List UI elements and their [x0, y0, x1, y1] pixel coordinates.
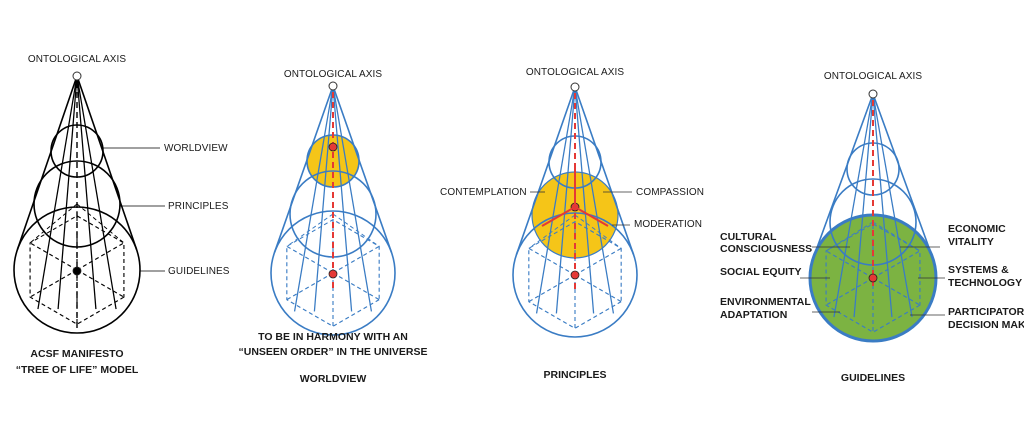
cone-inner-line-3 [872, 93, 893, 318]
center-dot-0 [868, 273, 878, 283]
hexagon-spoke-5 [332, 245, 380, 274]
hexagon-outline [825, 223, 921, 333]
hexagon-spoke-2 [286, 272, 334, 301]
panel3-compassion-label: COMPASSION [636, 187, 704, 198]
pyramid-edge-1 [332, 213, 380, 247]
apex-ring [72, 71, 82, 81]
panel4-social-equity-label: SOCIAL EQUITY [720, 266, 801, 278]
panel1-cone-geometry [13, 71, 165, 334]
hexagon-spoke-0 [332, 272, 380, 301]
panel4-participatory-label-2: DECISION MAKING [948, 319, 1024, 331]
center-dot-0 [72, 266, 82, 276]
panel4-systems-label-2: TECHNOLOGY [948, 277, 1022, 289]
cone-inner-line-0 [37, 75, 78, 310]
pyramid-edge-2 [528, 214, 576, 249]
panel1-worldview-label: WORLDVIEW [164, 143, 228, 154]
principle-divider-1 [541, 206, 576, 227]
center-dot-0 [328, 142, 338, 152]
panel4-participatory-label-1: PARTICIPATORY [948, 306, 1024, 318]
hexagon-spoke-3 [825, 250, 874, 279]
hexagon-spoke-3 [286, 245, 334, 274]
cone-inner-line-0 [535, 86, 576, 314]
panel4-economic-label-2: VITALITY [948, 236, 994, 248]
cone-inner-line-2 [853, 93, 874, 318]
hexagon-spoke-0 [574, 274, 622, 303]
cone-inner-line-1 [872, 93, 913, 318]
panel1-axis-label: ONTOLOGICAL AXIS [28, 54, 127, 65]
panel1-principles-label: PRINCIPLES [168, 201, 229, 212]
hexagon-spoke-2 [29, 269, 78, 298]
center-dot-1 [328, 269, 338, 279]
panel1-caption-line2: “TREE OF LIFE” MODEL [16, 364, 139, 376]
cone-inner-line-2 [313, 85, 334, 312]
pyramid-edge-2 [29, 203, 78, 244]
pyramid-edge-1 [872, 221, 921, 252]
hexagon-outline [29, 215, 125, 325]
cone-circle-2 [270, 210, 396, 336]
panel1-guidelines-label: GUIDELINES [168, 266, 230, 277]
panel4-cultural-label-1: CULTURAL [720, 231, 777, 243]
panel4-cone-geometry [800, 89, 945, 343]
hexagon-spoke-5 [574, 247, 622, 276]
cone-inner-line-0 [293, 85, 334, 312]
hexagon-spoke-3 [29, 242, 78, 271]
apex-ring [328, 81, 338, 91]
apex-ring [868, 89, 878, 99]
cone-edge-1 [273, 85, 334, 253]
hexagon-spoke-3 [528, 247, 576, 276]
panel2-caption-title: WORLDVIEW [300, 373, 367, 385]
cone-edge-0 [872, 93, 933, 257]
panel-worldview: ONTOLOGICAL AXIS TO BE IN HARMONY WITH A… [238, 69, 427, 385]
pyramid-edge-2 [286, 213, 334, 247]
panel-principles: ONTOLOGICAL AXIS CONTEMPLATION COMPASSIO… [440, 67, 704, 381]
cone-edge-1 [515, 86, 576, 255]
cone-edge-0 [332, 85, 393, 253]
panel2-caption-line2: “UNSEEN ORDER” IN THE UNIVERSE [238, 346, 427, 358]
principle-divider-2 [574, 206, 609, 227]
panel4-axis-label: ONTOLOGICAL AXIS [824, 71, 923, 82]
cone-inner-line-1 [332, 85, 373, 312]
pyramid-edge-2 [825, 221, 874, 252]
cone-edge-1 [813, 93, 874, 257]
panel3-cone-geometry [512, 82, 638, 338]
panel4-economic-label-1: ECONOMIC [948, 223, 1006, 235]
panel4-caption: GUIDELINES [841, 372, 905, 384]
panel-tree-of-life-model: ONTOLOGICAL AXIS WORLDVIEW PRINCIPLES GU… [13, 54, 230, 376]
hexagon-spoke-5 [872, 250, 921, 279]
hexagon-spoke-2 [825, 277, 874, 306]
cone-inner-line-2 [57, 75, 78, 310]
cone-inner-line-1 [76, 75, 117, 310]
panel4-environmental-label-2: ADAPTATION [720, 309, 787, 321]
cone-inner-line-3 [574, 86, 595, 314]
pyramid-edge-1 [574, 214, 622, 249]
center-dot-1 [570, 270, 580, 280]
pyramid-edge-1 [76, 203, 125, 244]
cone-inner-line-0 [833, 93, 874, 318]
panel2-cone-geometry [270, 81, 396, 336]
cone-inner-line-2 [555, 86, 576, 314]
hexagon-spoke-0 [76, 269, 125, 298]
hexagon-spoke-2 [528, 274, 576, 303]
panel3-axis-label: ONTOLOGICAL AXIS [526, 67, 625, 78]
panel2-axis-label: ONTOLOGICAL AXIS [284, 69, 383, 80]
panel4-cultural-label-2: CONSCIOUSNESS [720, 243, 812, 255]
cone-inner-line-3 [332, 85, 353, 312]
cone-inner-line-1 [574, 86, 615, 314]
cone-edge-0 [76, 75, 138, 250]
panel2-caption-line1: TO BE IN HARMONY WITH AN [258, 331, 408, 343]
panel-guidelines: ONTOLOGICAL AXIS CULTURAL CONSCIOUSNESS … [720, 71, 1024, 384]
panel3-contemplation-label: CONTEMPLATION [440, 187, 527, 198]
cone-edge-1 [16, 75, 78, 250]
panel3-moderation-label: MODERATION [634, 219, 702, 230]
panel4-systems-label-1: SYSTEMS & [948, 264, 1009, 276]
panel1-caption-line1: ACSF MANIFESTO [30, 348, 123, 360]
panel3-caption: PRINCIPLES [543, 369, 606, 381]
hexagon-spoke-5 [76, 242, 125, 271]
apex-ring [570, 82, 580, 92]
hexagon-spoke-0 [872, 277, 921, 306]
cone-edge-0 [574, 86, 635, 255]
cone-inner-line-3 [76, 75, 97, 310]
panel4-environmental-label-1: ENVIRONMENTAL [720, 296, 811, 308]
